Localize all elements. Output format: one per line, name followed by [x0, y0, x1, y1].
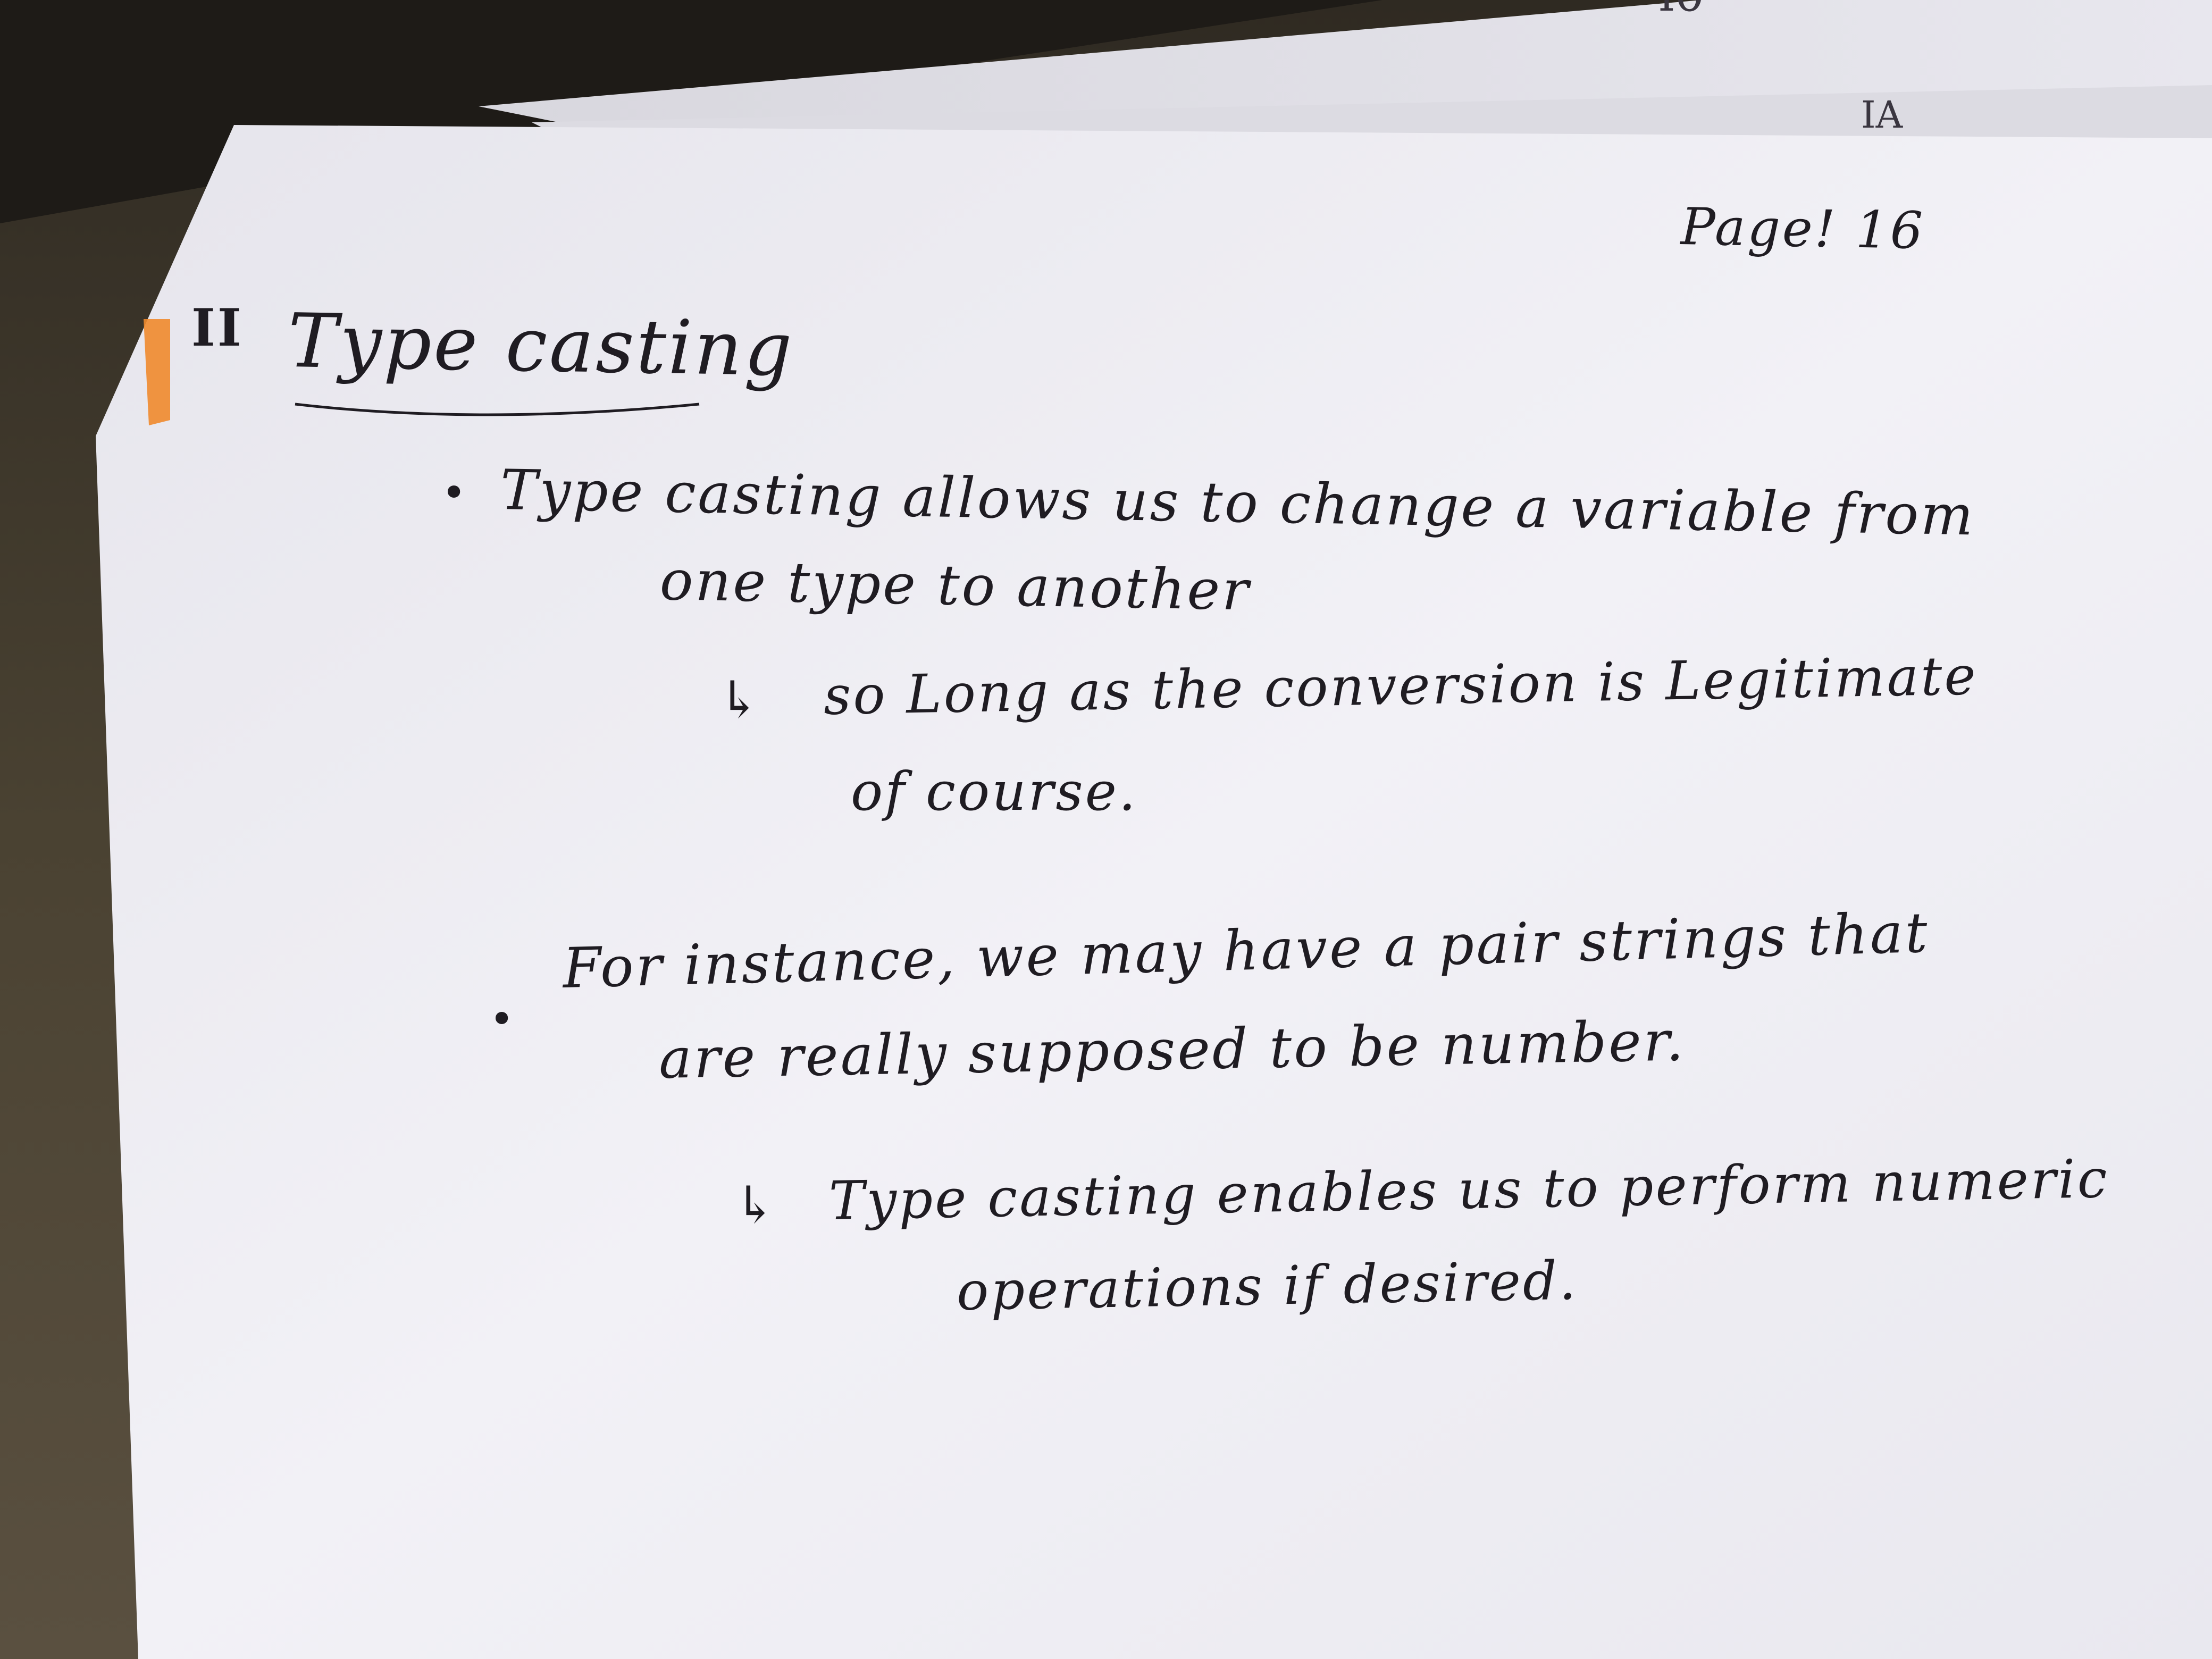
back-paper-text: l0: [1659, 0, 1705, 22]
heading: Type casting: [287, 298, 795, 393]
page-number: Page! 16: [1680, 197, 1925, 261]
bullet-symbol: •: [441, 468, 469, 517]
bullet-1-sub-line-2: of course.: [851, 760, 1138, 823]
bullet-symbol: •: [489, 994, 517, 1044]
bullet-2-sub-line-2: operations if desired.: [956, 1249, 1579, 1322]
sub-point-arrow-icon: ↳: [734, 1175, 779, 1235]
heading-underline: [295, 403, 700, 416]
section-mark: II: [191, 298, 244, 358]
shadow-region: [0, 0, 1382, 223]
sticky-tab: [144, 319, 170, 425]
bullet-1-line-2: one type to another: [659, 548, 1251, 623]
sub-point-arrow-icon: ↳: [718, 670, 763, 730]
back-paper-text-2: IA: [1861, 93, 1904, 137]
paper-sheet: [96, 125, 2212, 1659]
